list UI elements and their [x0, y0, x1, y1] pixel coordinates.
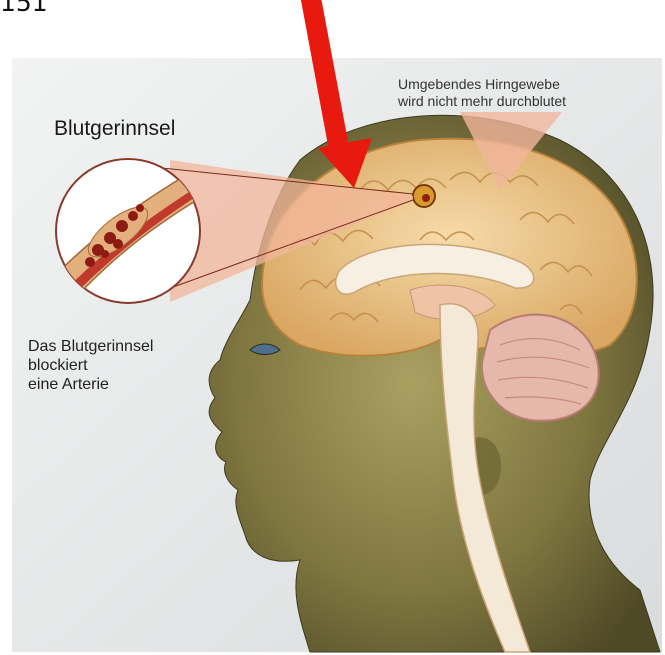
label-artery-blocked: Das Blutgerinnsel blockiert eine Arterie — [28, 338, 153, 395]
label-surrounding-tissue: Umgebendes Hirngewebe wird nicht mehr du… — [398, 76, 566, 109]
clot-dot — [422, 194, 430, 202]
label-artery-blocked-line-3: eine Arterie — [28, 376, 153, 395]
label-clot-title: Blutgerinnsel — [54, 117, 175, 142]
label-surrounding-tissue-line-2: wird nicht mehr durchblutet — [398, 93, 566, 110]
label-surrounding-tissue-line-1: Umgebendes Hirngewebe — [398, 76, 566, 93]
label-artery-blocked-line-1: Das Blutgerinnsel — [28, 338, 153, 357]
label-artery-blocked-line-2: blockiert — [28, 357, 153, 376]
figure-number: 151 — [0, 0, 48, 18]
